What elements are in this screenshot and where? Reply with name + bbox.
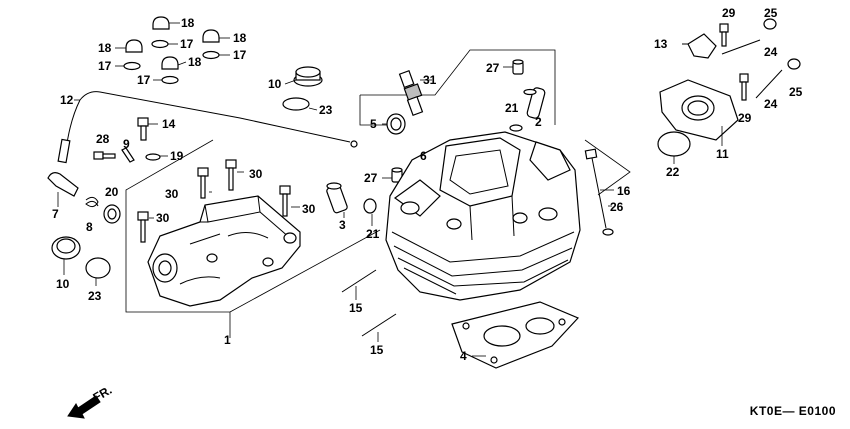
studs-15 [341, 269, 397, 342]
callout-22: 22 [666, 165, 680, 179]
front-arrow-icon [67, 395, 101, 419]
callout-1: 1 [224, 333, 231, 347]
cap-nuts-group [115, 16, 230, 85]
callout-28: 28 [96, 132, 110, 146]
callout-25: 25 [764, 6, 778, 20]
left-parts-7-8-20 [47, 172, 121, 224]
callout-18: 18 [233, 31, 247, 45]
cylinder-head [385, 131, 581, 301]
callout-30: 30 [249, 167, 263, 181]
nut-25-lower [787, 58, 801, 70]
gasket-22 [657, 131, 691, 157]
callout-7: 7 [52, 207, 59, 221]
callout-17: 17 [180, 37, 194, 51]
callout-27: 27 [486, 61, 500, 75]
callout-23: 23 [319, 103, 333, 117]
callout-24: 24 [764, 45, 778, 59]
callout-15: 15 [349, 301, 363, 315]
cylinder-head-gasket [451, 301, 580, 369]
inspection-cap-top [282, 66, 323, 111]
callout-13: 13 [654, 37, 668, 51]
callout-26: 26 [610, 200, 624, 214]
bolt-29-lower [739, 73, 749, 101]
cap-nut-18a [152, 16, 170, 30]
seal-5 [382, 113, 406, 135]
cap-nut-18b [125, 39, 143, 53]
callout-29: 29 [738, 111, 752, 125]
callout-31: 31 [423, 73, 437, 87]
front-direction-arrow: FR. [67, 383, 114, 419]
washer-17b [202, 50, 220, 60]
diagram-code: KT0E— E0100 [749, 404, 836, 418]
washer-17d [161, 75, 179, 85]
callout-18: 18 [188, 55, 202, 69]
callout-30: 30 [302, 202, 316, 216]
insulator-2 [509, 87, 546, 132]
callout-16: 16 [617, 184, 631, 198]
callout-25: 25 [789, 85, 803, 99]
callout-8: 8 [86, 220, 93, 234]
cable-12 [57, 91, 358, 164]
bolt-24-top [721, 39, 761, 55]
callout-18: 18 [98, 41, 112, 55]
dowel-pin-27-top [503, 59, 524, 75]
fitting-3 [326, 182, 377, 226]
cover-bolts-30 [137, 159, 300, 243]
callout-17: 17 [98, 59, 112, 73]
callout-21: 21 [505, 101, 519, 115]
bolt-24-lower [755, 69, 783, 99]
callout-14: 14 [162, 117, 176, 131]
callout-30: 30 [156, 211, 170, 225]
callout-2: 2 [535, 115, 542, 129]
inspection-cap-left [51, 236, 111, 286]
bolt-29-top [719, 23, 729, 47]
callout-3: 3 [339, 218, 346, 232]
bolt-16 [584, 148, 614, 236]
small-parts-28-9-19 [93, 147, 168, 163]
bolt-14 [137, 117, 158, 141]
callout-27: 27 [364, 171, 378, 185]
washer-26 [602, 228, 614, 236]
callout-15: 15 [370, 343, 384, 357]
o-ring-21-top [509, 124, 523, 132]
callout-17: 17 [137, 73, 151, 87]
callout-30: 30 [165, 187, 179, 201]
callout-6: 6 [420, 149, 427, 163]
bracket-cover-right [229, 229, 381, 313]
callout-19: 19 [170, 149, 184, 163]
o-ring-21-mid [363, 198, 377, 214]
bracket-cover [125, 139, 231, 338]
right-side-parts [657, 18, 801, 164]
callout-10: 10 [268, 77, 282, 91]
cap-nut-18c [202, 29, 220, 43]
callout-10: 10 [56, 277, 70, 291]
callout-5: 5 [370, 117, 377, 131]
spark-plug [398, 70, 432, 116]
callout-21: 21 [366, 227, 380, 241]
callout-9: 9 [123, 137, 130, 151]
callout-labels: 18 18 18 18 17 17 17 17 10 23 31 27 29 2… [52, 6, 803, 363]
callout-12: 12 [60, 93, 74, 107]
callout-11: 11 [716, 147, 729, 161]
washer-17c [123, 61, 141, 71]
cap-nut-18d [161, 56, 179, 70]
callout-18: 18 [181, 16, 195, 30]
callout-4: 4 [460, 349, 467, 363]
bracket-13 [687, 33, 717, 59]
o-ring-23-top [282, 97, 310, 111]
bracket-right [584, 139, 631, 196]
callout-20: 20 [105, 185, 119, 199]
callout-17: 17 [233, 48, 247, 62]
o-ring-23-left [85, 257, 111, 279]
nut-25-top [763, 18, 777, 30]
callout-24: 24 [764, 97, 778, 111]
washer-19 [145, 153, 161, 161]
washer-17a [151, 39, 169, 49]
callout-29: 29 [722, 6, 736, 20]
cylinder-head-cover [147, 195, 301, 307]
bracket-upper [360, 49, 556, 125]
callout-23: 23 [88, 289, 102, 303]
